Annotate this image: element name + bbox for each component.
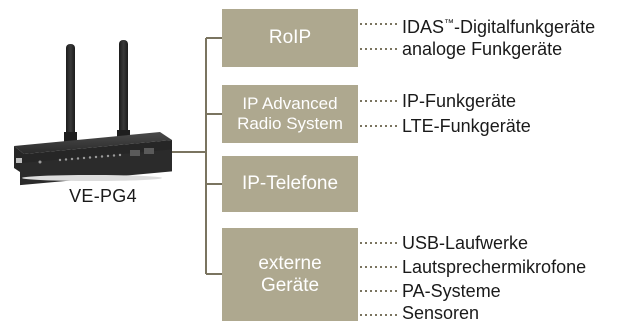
category-label-line2: Radio System bbox=[237, 114, 343, 133]
item-idas-name: IDAS bbox=[402, 17, 445, 37]
category-box-ip-advanced-radio-system: IP Advanced Radio System bbox=[222, 85, 358, 143]
category-label: RoIP bbox=[268, 27, 312, 49]
category-label-line1: externe bbox=[258, 252, 322, 274]
item-lte-funkgeraete: LTE-Funkgeräte bbox=[402, 116, 531, 136]
item-ip-funkgeraete: IP-Funkgeräte bbox=[402, 91, 517, 111]
device-name: VE-PG4 bbox=[69, 186, 137, 206]
device-illustration: VE-PG4 bbox=[0, 0, 200, 321]
category-label-line2: Geräte bbox=[260, 274, 320, 296]
router-icon bbox=[14, 40, 172, 186]
trademark-symbol: ™ bbox=[444, 18, 455, 29]
category-label: IP-Telefone bbox=[241, 173, 339, 195]
item-analoge-funkgeraete: analoge Funkgeräte bbox=[402, 39, 563, 59]
category-label-line1: IP Advanced bbox=[242, 94, 338, 114]
antenna-right bbox=[119, 40, 128, 138]
item-idas-suffix: -Digitalfunkgeräte bbox=[454, 17, 596, 37]
item-usb-laufwerke: USB-Laufwerke bbox=[402, 233, 529, 253]
item-sensoren: Sensoren bbox=[402, 303, 480, 321]
antenna-left bbox=[66, 44, 75, 140]
item-pa-systeme: PA-Systeme bbox=[402, 281, 501, 301]
device-top bbox=[14, 132, 172, 154]
item-lautsprechermikrofone: Lautsprechermikrofone bbox=[402, 257, 587, 277]
item-idas: IDAS™-Digitalfunkgeräte bbox=[402, 14, 595, 37]
category-box-ip-telefone: IP-Telefone bbox=[222, 156, 358, 212]
category-box-roip: RoIP bbox=[222, 9, 358, 67]
category-box-externe-geraete: externe Geräte bbox=[222, 228, 358, 321]
